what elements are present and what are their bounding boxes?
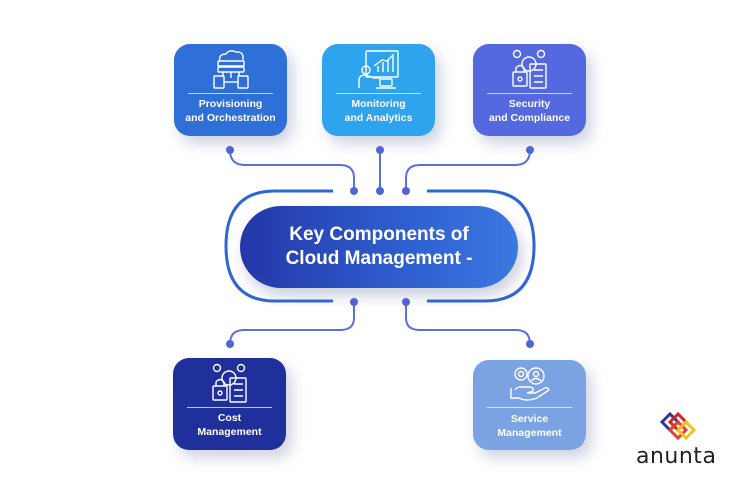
card-monitoring: Monitoring and Analytics <box>322 44 435 136</box>
card-cost: Cost Management <box>173 358 286 450</box>
central-title-pill: Key Components of Cloud Management - <box>240 206 518 288</box>
lock-checklist-gear-icon <box>211 363 247 403</box>
card-label: Provisioning and Orchestration <box>174 97 287 125</box>
divider <box>188 93 273 94</box>
gear-hand-user-icon <box>509 367 550 401</box>
card-label: Security and Compliance <box>473 97 586 125</box>
label-line-2: Management <box>497 427 562 439</box>
card-label: Cost Management <box>173 411 286 439</box>
label-line-2: and Orchestration <box>185 112 276 124</box>
knot-logo-icon <box>659 411 697 441</box>
card-label: Monitoring and Analytics <box>322 97 435 125</box>
lock-checklist-gear-icon <box>511 49 547 89</box>
title-line-2: Cloud Management - <box>285 248 473 269</box>
card-security: Security and Compliance <box>473 44 586 136</box>
label-line-1: Cost <box>217 412 242 424</box>
divider <box>187 407 272 408</box>
label-line-2: Management <box>197 426 262 438</box>
label-line-2: and Compliance <box>488 112 571 124</box>
analytics-presentation-icon <box>357 50 399 89</box>
brand-name: anunta <box>636 444 717 469</box>
card-provisioning: Provisioning and Orchestration <box>174 44 287 136</box>
diagram-title: Key Components of Cloud Management - <box>286 223 473 271</box>
divider <box>336 93 421 94</box>
label-line-2: and Analytics <box>344 112 413 124</box>
card-service: Service Management <box>473 360 586 450</box>
title-line-1: Key Components of <box>289 224 469 245</box>
label-line-1: Monitoring <box>351 98 406 110</box>
divider <box>487 407 572 408</box>
anunta-logo: anunta <box>634 408 724 469</box>
label-line-1: Service <box>510 413 549 425</box>
card-label: Service Management <box>473 412 586 440</box>
divider <box>487 93 572 94</box>
label-line-1: Security <box>508 98 551 110</box>
cloud-server-icon <box>212 50 249 89</box>
label-line-1: Provisioning <box>198 98 263 110</box>
